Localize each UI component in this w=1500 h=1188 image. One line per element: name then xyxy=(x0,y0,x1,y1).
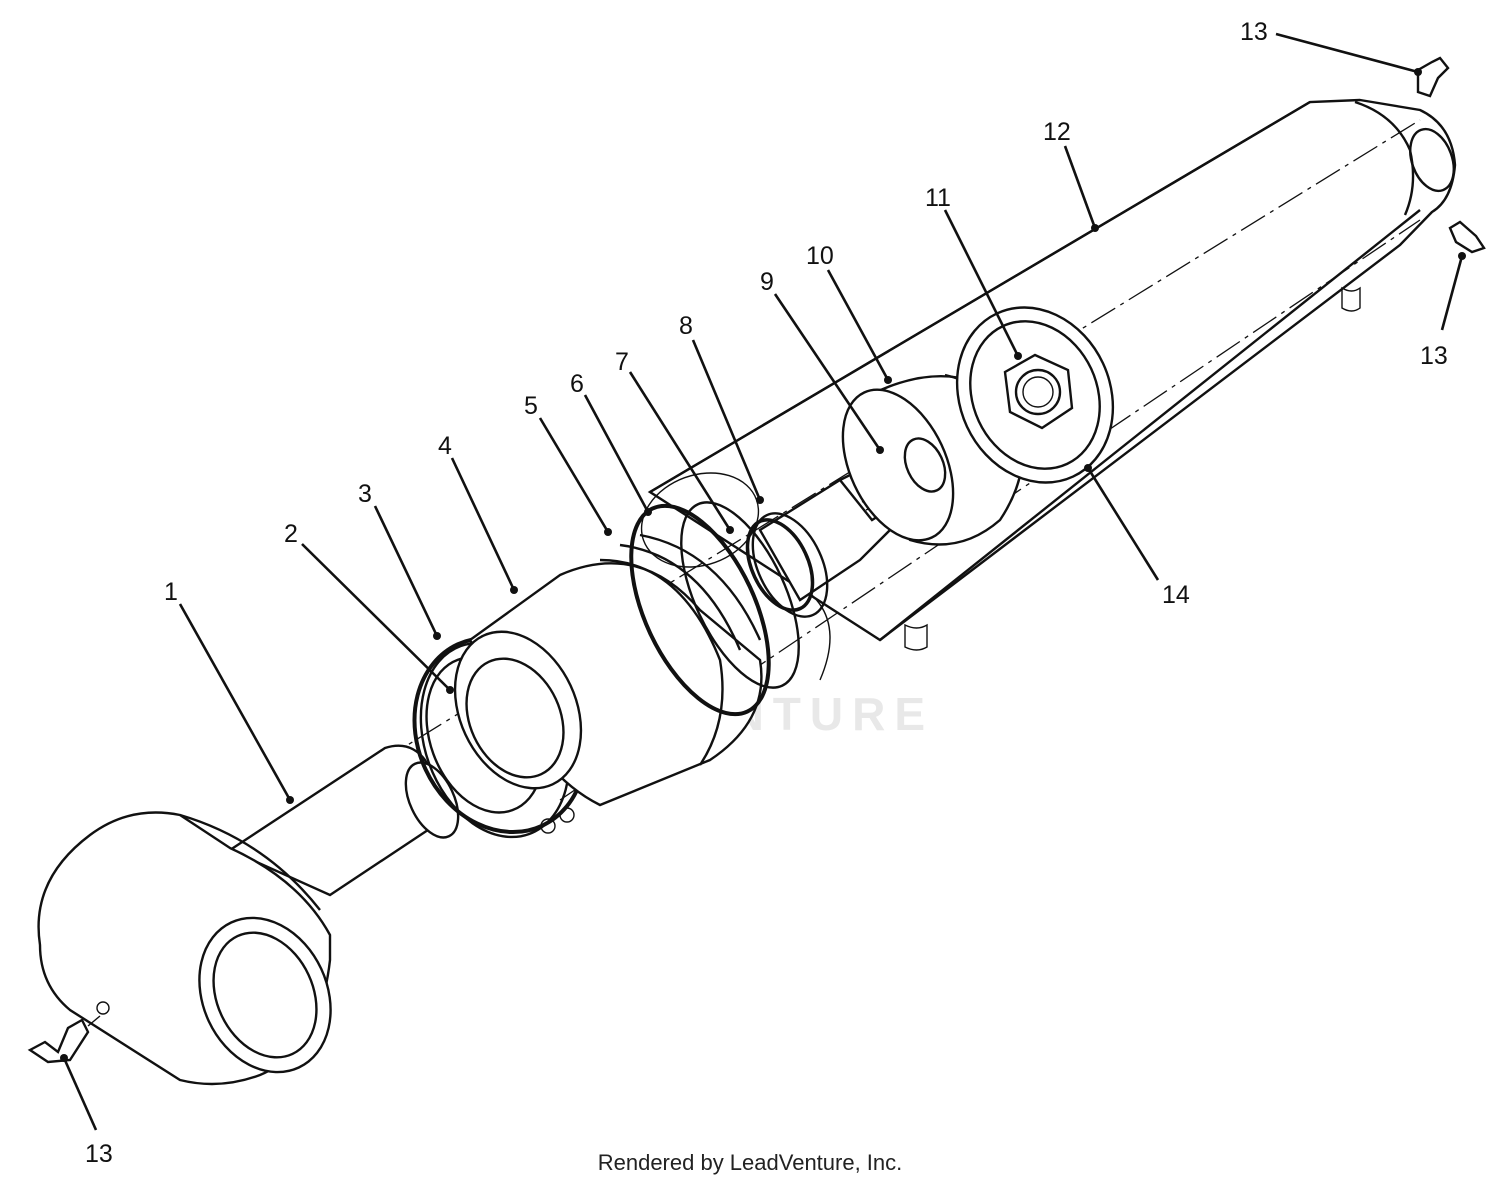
rod-eye-assembly xyxy=(37,744,460,1086)
lock-nut-and-end-cap xyxy=(955,306,1115,484)
callout-7: 7 xyxy=(615,348,629,376)
callout-5: 5 xyxy=(524,392,538,420)
grease-fitting-top xyxy=(1416,56,1450,98)
callout-10: 10 xyxy=(806,242,834,270)
callout-13-right: 13 xyxy=(1420,342,1448,370)
callout-12: 12 xyxy=(1043,118,1071,146)
o-ring-and-backup-rings xyxy=(629,501,800,717)
callout-6: 6 xyxy=(570,370,584,398)
callout-2: 2 xyxy=(284,520,298,548)
callout-13-top: 13 xyxy=(1240,18,1268,46)
callout-9: 9 xyxy=(760,268,774,296)
callout-14: 14 xyxy=(1162,581,1190,609)
callout-3: 3 xyxy=(358,480,372,508)
leader-lines xyxy=(60,32,1466,1131)
callout-11: 11 xyxy=(925,184,951,212)
grease-fitting-lower xyxy=(27,1015,101,1064)
callout-1: 1 xyxy=(164,578,178,606)
callout-labels: 1 2 3 4 5 6 7 8 9 10 11 12 13 13 13 14 xyxy=(85,18,1448,1168)
callout-8: 8 xyxy=(679,312,693,340)
callout-13-bottom: 13 xyxy=(85,1140,113,1168)
grease-fitting-right xyxy=(1448,220,1486,254)
render-credit: Rendered by LeadVenture, Inc. xyxy=(597,1150,903,1175)
callout-4: 4 xyxy=(438,432,452,460)
gland xyxy=(453,533,763,807)
